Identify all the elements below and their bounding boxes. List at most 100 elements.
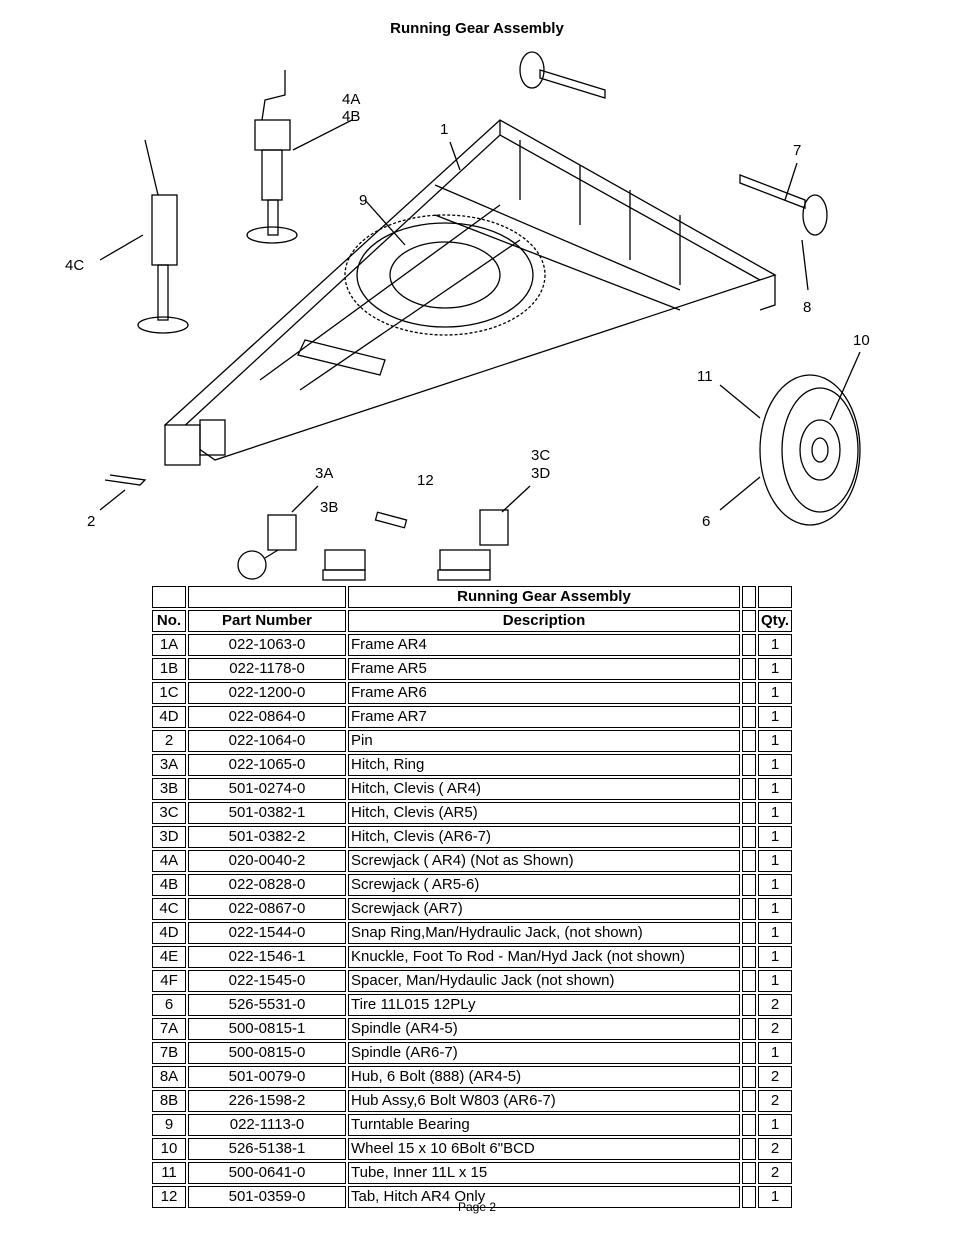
cell-qty: 2 [758, 1066, 793, 1088]
cell-qty: 1 [758, 1186, 793, 1208]
callout-3a: 3A [315, 465, 334, 482]
cell-spacer [742, 706, 756, 728]
header-description: Description [348, 610, 740, 632]
cell-part-number: 226-1598-2 [188, 1090, 346, 1112]
page-number: Page 2 [457, 1200, 497, 1214]
callout-3d: 3D [531, 465, 551, 482]
callout-9: 9 [359, 192, 368, 209]
header-part-number: Part Number [188, 610, 346, 632]
cell-no: 6 [152, 994, 186, 1016]
callout-10: 10 [853, 332, 870, 349]
cell-spacer [742, 1138, 756, 1160]
header-qty: Qty. [758, 610, 793, 632]
running-gear-diagram [99, 51, 861, 581]
cell-part-number: 022-0864-0 [188, 706, 346, 728]
cell-description: Frame AR4 [348, 634, 740, 656]
cell-qty: 1 [758, 730, 793, 752]
cell-description: Spindle (AR4-5) [348, 1018, 740, 1040]
cell-no: 1B [152, 658, 186, 680]
cell-part-number: 526-5531-0 [188, 994, 346, 1016]
cell-qty: 1 [758, 970, 793, 992]
cell-no: 8B [152, 1090, 186, 1112]
cell-qty: 1 [758, 1042, 793, 1064]
cell-part-number: 501-0382-1 [188, 802, 346, 824]
header-no: No. [152, 610, 186, 632]
cell-qty: 1 [758, 706, 793, 728]
parts-table: Running Gear Assembly No. Part Number De… [150, 584, 794, 1210]
cell-part-number: 500-0815-0 [188, 1042, 346, 1064]
cell-spacer [742, 850, 756, 872]
cell-qty: 1 [758, 802, 793, 824]
cell-spacer [742, 1042, 756, 1064]
cell-description: Knuckle, Foot To Rod - Man/Hyd Jack (not… [348, 946, 740, 968]
cell-qty: 1 [758, 754, 793, 776]
cell-description: Hub, 6 Bolt (888) (AR4-5) [348, 1066, 740, 1088]
cell-no: 1C [152, 682, 186, 704]
cell-description: Frame AR7 [348, 706, 740, 728]
cell-part-number: 022-1113-0 [188, 1114, 346, 1136]
cell-description: Hitch, Clevis (AR5) [348, 802, 740, 824]
cell-description: Spacer, Man/Hydaulic Jack (not shown) [348, 970, 740, 992]
cell-qty: 1 [758, 946, 793, 968]
cell-description: Turntable Bearing [348, 1114, 740, 1136]
cell-spacer [742, 898, 756, 920]
cell-no: 4E [152, 946, 186, 968]
cell-spacer [742, 634, 756, 656]
cell-no: 3A [152, 754, 186, 776]
cell-no: 12 [152, 1186, 186, 1208]
cell-no: 4D [152, 922, 186, 944]
cell-no: 7B [152, 1042, 186, 1064]
cell-spacer [742, 994, 756, 1016]
cell-no: 4C [152, 898, 186, 920]
cell-qty: 2 [758, 994, 793, 1016]
callout-4b: 4B [342, 108, 361, 125]
cell-spacer [742, 1114, 756, 1136]
page-title: Running Gear Assembly [390, 20, 564, 37]
cell-spacer [742, 658, 756, 680]
cell-qty: 1 [758, 658, 793, 680]
cell-part-number: 500-0815-1 [188, 1018, 346, 1040]
cell-qty: 2 [758, 1018, 793, 1040]
cell-description: Hub Assy,6 Bolt W803 (AR6-7) [348, 1090, 740, 1112]
cell-description: Screwjack (AR7) [348, 898, 740, 920]
cell-no: 10 [152, 1138, 186, 1160]
cell-part-number: 022-1063-0 [188, 634, 346, 656]
cell-description: Hitch, Ring [348, 754, 740, 776]
cell-qty: 1 [758, 826, 793, 848]
cell-description: Wheel 15 x 10 6Bolt 6"BCD [348, 1138, 740, 1160]
cell-no: 4F [152, 970, 186, 992]
cell-part-number: 022-1178-0 [188, 658, 346, 680]
cell-part-number: 501-0359-0 [188, 1186, 346, 1208]
cell-spacer [742, 1162, 756, 1184]
cell-part-number: 501-0079-0 [188, 1066, 346, 1088]
cell-spacer [742, 826, 756, 848]
callout-1: 1 [440, 121, 449, 138]
cell-description: Tab, Hitch AR4 Only [348, 1186, 740, 1208]
cell-spacer [742, 946, 756, 968]
cell-no: 3D [152, 826, 186, 848]
callout-6: 6 [702, 513, 711, 530]
cell-description: Pin [348, 730, 740, 752]
cell-spacer [742, 730, 756, 752]
cell-no: 9 [152, 1114, 186, 1136]
callout-11: 11 [697, 368, 713, 385]
cell-description: Tube, Inner 11L x 15 [348, 1162, 740, 1184]
cell-spacer [742, 922, 756, 944]
callout-3c: 3C [531, 447, 551, 464]
cell-part-number: 022-0867-0 [188, 898, 346, 920]
cell-part-number: 022-1545-0 [188, 970, 346, 992]
cell-no: 11 [152, 1162, 186, 1184]
cell-qty: 2 [758, 1162, 793, 1184]
